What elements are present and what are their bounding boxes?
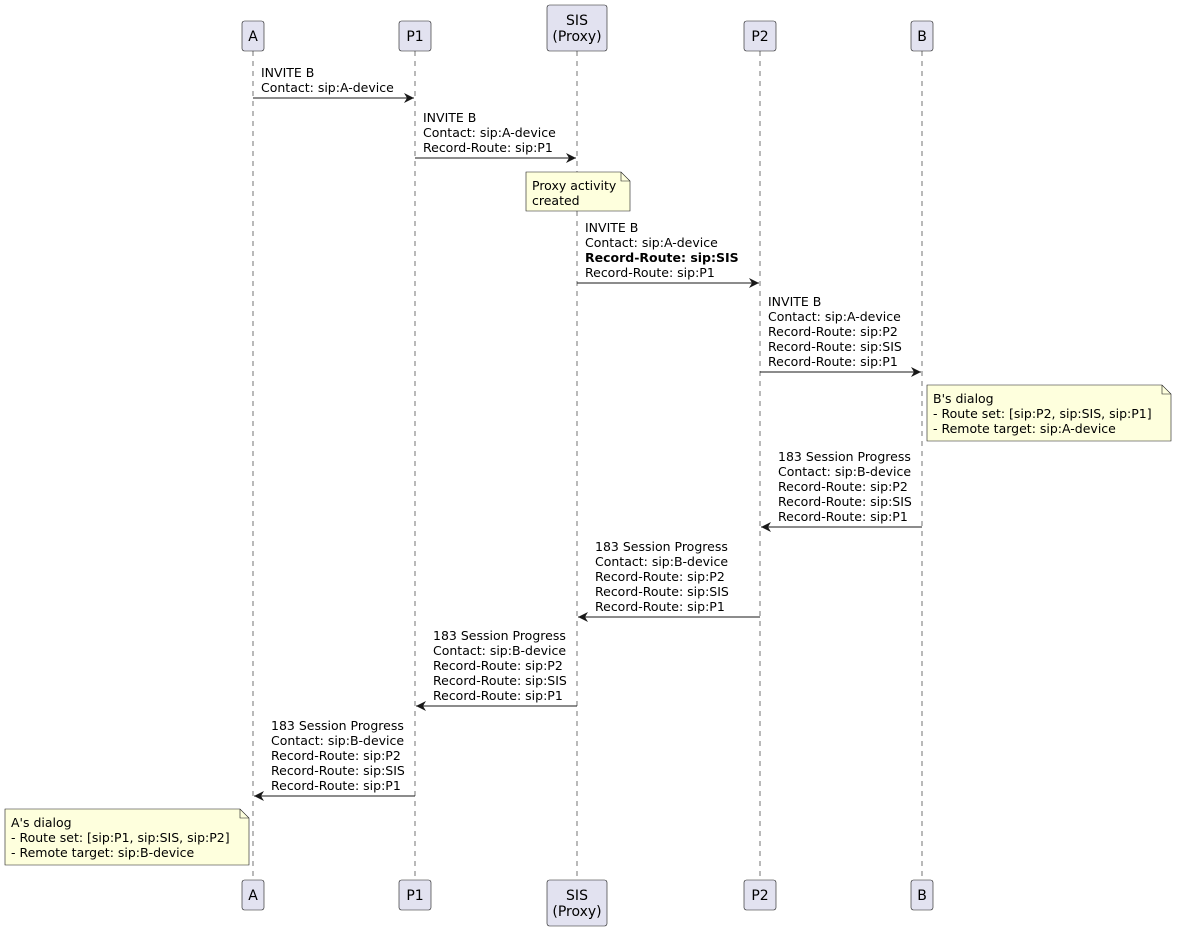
participant-b-top: B xyxy=(910,20,934,52)
participants-bottom: A P1 SIS(Proxy) P2 B xyxy=(241,879,934,927)
participant-label: B xyxy=(917,29,927,45)
participant-sis-top: SIS(Proxy) xyxy=(546,4,608,52)
note-fold xyxy=(1161,385,1171,395)
participant-p2-top: P2 xyxy=(743,20,777,52)
participant-sis-bottom: SIS(Proxy) xyxy=(546,879,608,927)
note-line: - Remote target: sip:A-device xyxy=(933,421,1116,436)
participant-label: A xyxy=(248,29,258,45)
message-label-line: Contact: sip:B-device xyxy=(433,643,566,658)
participant-box xyxy=(398,879,432,911)
participant-label: (Proxy) xyxy=(552,904,601,920)
note-line: created xyxy=(532,193,580,208)
message-label-line: INVITE B xyxy=(423,110,476,125)
note-line: Proxy activity xyxy=(532,178,617,193)
note-body xyxy=(4,808,250,866)
message-label-line: INVITE B xyxy=(768,294,821,309)
message-label-line: 183 Session Progress xyxy=(271,718,404,733)
note-line: A's dialog xyxy=(11,815,72,830)
participant-label: B xyxy=(917,888,927,904)
message-label-line: Record-Route: sip:SIS xyxy=(768,339,902,354)
message-label-line: Record-Route: sip:P1 xyxy=(768,354,898,369)
participant-a-top: A xyxy=(241,20,265,52)
note-line: - Remote target: sip:B-device xyxy=(11,845,194,860)
participant-label: P1 xyxy=(406,29,423,45)
note-body xyxy=(525,171,631,212)
participant-label: P1 xyxy=(406,888,423,904)
message-label-line: Contact: sip:A-device xyxy=(768,309,901,324)
note-fold xyxy=(620,172,630,182)
message-label-line: Record-Route: sip:P2 xyxy=(433,658,563,673)
message-label-line: Contact: sip:B-device xyxy=(271,733,404,748)
participant-box xyxy=(743,20,777,52)
message-label-line: Contact: sip:A-device xyxy=(423,125,556,140)
lifelines xyxy=(252,51,923,880)
message-label-line: Contact: sip:B-device xyxy=(778,464,911,479)
message-label-line: Record-Route: sip:P2 xyxy=(778,479,908,494)
message-label-line: 183 Session Progress xyxy=(595,539,728,554)
message-label-line: Contact: sip:A-device xyxy=(261,80,394,95)
participant-p1-bottom: P1 xyxy=(398,879,432,911)
participant-label: SIS xyxy=(566,13,588,29)
message-label-line: Record-Route: sip:SIS xyxy=(271,763,405,778)
message-label-line: 183 Session Progress xyxy=(778,449,911,464)
note-line: B's dialog xyxy=(933,391,994,406)
message-label-line: Record-Route: sip:SIS xyxy=(595,584,729,599)
participant-box xyxy=(910,20,934,52)
participant-box xyxy=(398,20,432,52)
participant-p2-bottom: P2 xyxy=(743,879,777,911)
message-label-line: INVITE B xyxy=(261,65,314,80)
message-label-line: Record-Route: sip:P2 xyxy=(595,569,725,584)
note-b-dialog: B's dialog- Route set: [sip:P2, sip:SIS,… xyxy=(926,384,1172,442)
participant-box xyxy=(546,4,608,52)
participant-label: P2 xyxy=(751,29,768,45)
message-label-line: Contact: sip:A-device xyxy=(585,235,718,250)
message-label-line: Record-Route: sip:P1 xyxy=(595,599,725,614)
participant-p1-top: P1 xyxy=(398,20,432,52)
message-label-line: Record-Route: sip:P1 xyxy=(271,778,401,793)
message-label-line: Record-Route: sip:SIS xyxy=(433,673,567,688)
message-label-line: 183 Session Progress xyxy=(433,628,566,643)
message-label-line: Record-Route: sip:SIS xyxy=(778,494,912,509)
participant-box xyxy=(743,879,777,911)
note-line: - Route set: [sip:P2, sip:SIS, sip:P1] xyxy=(933,406,1152,421)
note-a-dialog: A's dialog- Route set: [sip:P1, sip:SIS,… xyxy=(4,808,250,866)
participant-box xyxy=(241,20,265,52)
participant-label: (Proxy) xyxy=(552,29,601,45)
message-label-line: INVITE B xyxy=(585,220,638,235)
participant-box xyxy=(546,879,608,927)
message-label-line: Record-Route: sip:P1 xyxy=(778,509,908,524)
participants-top: A P1 SIS(Proxy) P2 B xyxy=(241,4,934,52)
message-label-line: Contact: sip:B-device xyxy=(595,554,728,569)
participant-label: A xyxy=(248,888,258,904)
message-label-line: Record-Route: sip:P2 xyxy=(271,748,401,763)
note-fold xyxy=(239,809,249,819)
message-label-line: Record-Route: sip:SIS xyxy=(585,250,739,265)
participant-box xyxy=(241,879,265,911)
message-label-line: Record-Route: sip:P2 xyxy=(768,324,898,339)
participant-label: P2 xyxy=(751,888,768,904)
participant-b-bottom: B xyxy=(910,879,934,911)
participant-label: SIS xyxy=(566,888,588,904)
participant-a-bottom: A xyxy=(241,879,265,911)
note-line: - Route set: [sip:P1, sip:SIS, sip:P2] xyxy=(11,830,230,845)
participant-box xyxy=(910,879,934,911)
note-body xyxy=(926,384,1172,442)
message-label-line: Record-Route: sip:P1 xyxy=(585,265,715,280)
message-label-line: Record-Route: sip:P1 xyxy=(423,140,553,155)
message-label-line: Record-Route: sip:P1 xyxy=(433,688,563,703)
